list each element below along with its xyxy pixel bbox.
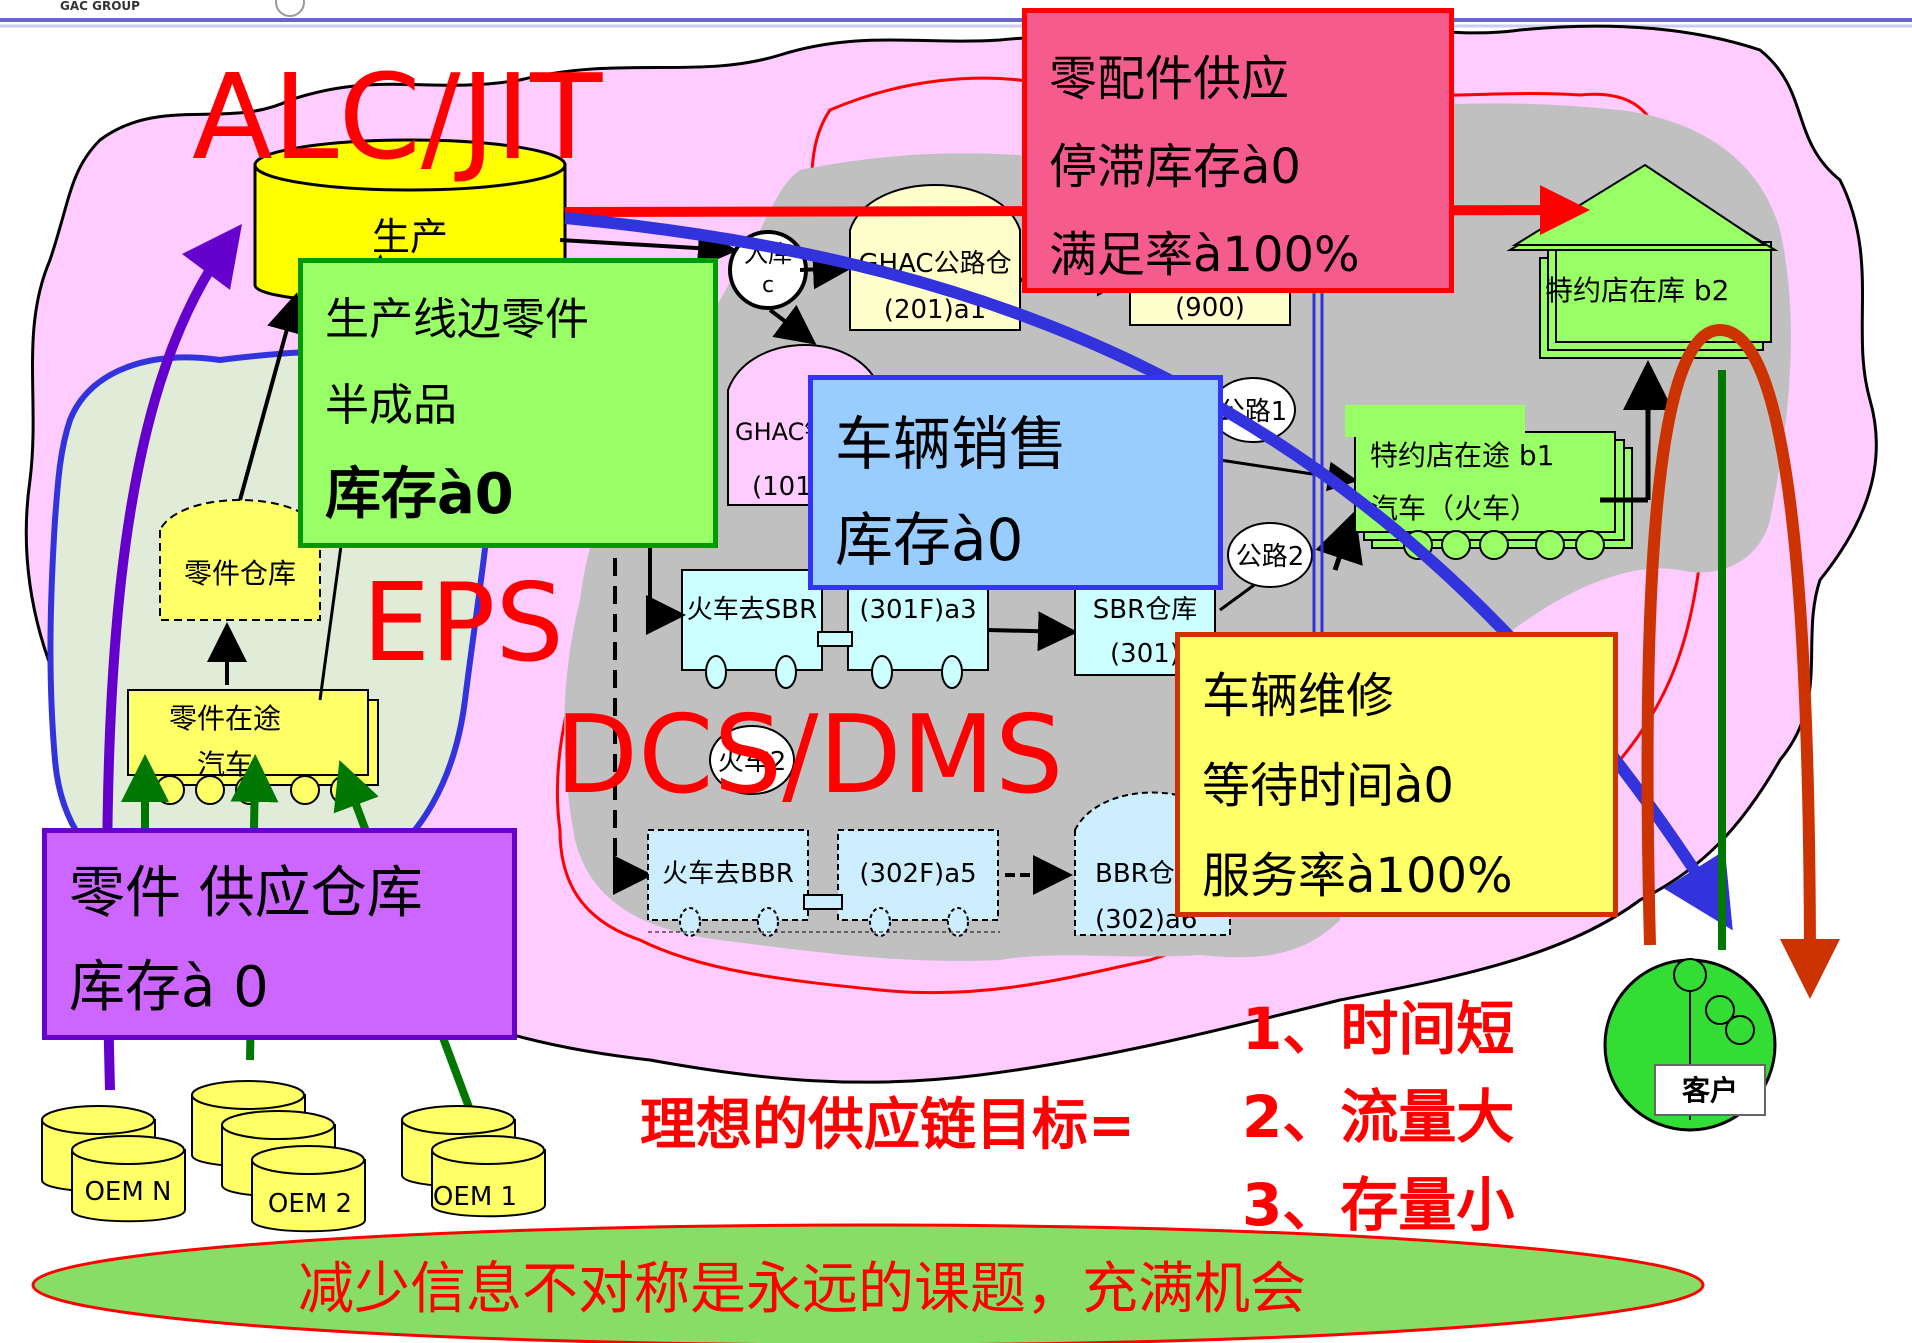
dealer-stock-label: 特约店在库 b2 xyxy=(1545,274,1730,307)
parts-supply-line2: 停滞库存à0 xyxy=(1049,139,1301,195)
node-900-label: (900) xyxy=(1175,293,1245,323)
inbound-line2: c xyxy=(762,273,774,298)
vehicle-sales-line2: 库存à0 xyxy=(835,506,1024,574)
road2-node: 公路2 xyxy=(1227,522,1313,588)
oem-1-label: OEM 1 xyxy=(433,1182,517,1212)
parts-supply-line1: 零配件供应 xyxy=(1049,51,1290,107)
dealer-transit-truck: 特约店在途 b1 汽车（火车） xyxy=(1345,405,1633,560)
road1-node: 公路1 xyxy=(1210,377,1296,443)
parts-truck-line1: 零件在途 xyxy=(169,702,281,735)
line-side-line2: 半成品 xyxy=(325,380,457,431)
vehicle-repair-line3: 服务率à100% xyxy=(1202,848,1513,904)
road2-label: 公路2 xyxy=(1236,542,1305,572)
parts-supply-box: 零配件供应 停滞库存à0 满足率à100% xyxy=(1022,8,1454,293)
bbr-wh-line1: BBR仓 xyxy=(1095,859,1175,889)
vehicle-repair-line1: 车辆维修 xyxy=(1202,668,1395,724)
vehicle-repair-box: 车辆维修 等待时间à0 服务率à100% xyxy=(1175,632,1618,917)
oem-2: OEM 2 xyxy=(191,1080,366,1233)
sbr-wh-line2: (301) xyxy=(1110,639,1180,669)
goal-item-3: 3、存量小 xyxy=(1242,1171,1515,1239)
goal-item-1: 1、时间短 xyxy=(1242,995,1515,1063)
goal-item-2: 2、流量大 xyxy=(1242,1083,1515,1151)
train-bbr-label: 火车去BBR xyxy=(662,859,794,889)
sbr-wh-line1: SBR仓库 xyxy=(1093,595,1197,625)
n302f-label: (302F)a5 xyxy=(859,859,976,889)
parts-warehouse-supply-line2: 库存à 0 xyxy=(69,955,269,1020)
oem-n: OEM N xyxy=(41,1105,186,1223)
dealer-transit-line2: 汽车（火车） xyxy=(1370,492,1538,525)
train2-label: 火车2 xyxy=(718,747,787,777)
footer-ellipse xyxy=(31,1223,1705,1343)
dcs-dms-label: DCS/DMS xyxy=(555,693,1064,818)
oem-2-label: OEM 2 xyxy=(268,1189,352,1219)
logo-text: GAC GROUP xyxy=(60,0,140,13)
n301f-label: (301F)a3 xyxy=(859,595,976,625)
ghac-101-line2: (101 xyxy=(752,472,812,502)
line-side-box: 生产线边零件 半成品 库存à0 xyxy=(298,258,718,548)
header-bar: GAC GROUP xyxy=(0,0,1912,28)
dealer-transit-line1: 特约店在途 b1 xyxy=(1370,439,1555,472)
train2-node: 火车2 xyxy=(709,725,795,795)
line-side-line1: 生产线边零件 xyxy=(325,294,589,345)
parts-warehouse-label: 零件仓库 xyxy=(184,557,296,590)
goals-prefix: 理想的供应链目标= xyxy=(640,1093,1135,1158)
parts-warehouse-supply-box: 零件 供应仓库 库存à 0 xyxy=(42,828,517,1040)
vehicle-sales-line1: 车辆销售 xyxy=(835,410,1068,478)
parts-warehouse-supply-line1: 零件 供应仓库 xyxy=(69,861,423,926)
customer-label: 客户 xyxy=(1682,1074,1738,1107)
vehicle-sales-box: 车辆销售 库存à0 xyxy=(808,375,1223,590)
vehicle-repair-line2: 等待时间à0 xyxy=(1202,758,1454,814)
footer-text: 减少信息不对称是永远的课题，充满机会 xyxy=(298,1257,1306,1322)
oem-n-label: OEM N xyxy=(84,1177,171,1207)
alc-jit-label: ALC/JIT xyxy=(192,48,603,186)
parts-supply-line3: 满足率à100% xyxy=(1049,227,1360,283)
production-label: 生产 xyxy=(372,215,448,259)
parts-warehouse: 零件仓库 xyxy=(159,499,321,621)
eps-label: EPS xyxy=(362,561,564,686)
train-sbr-label: 火车去SBR xyxy=(687,595,817,625)
oem-1: OEM 1 xyxy=(401,1105,546,1218)
customer-node: 客户 xyxy=(1603,958,1777,1132)
line-side-line3: 库存à0 xyxy=(325,462,514,527)
